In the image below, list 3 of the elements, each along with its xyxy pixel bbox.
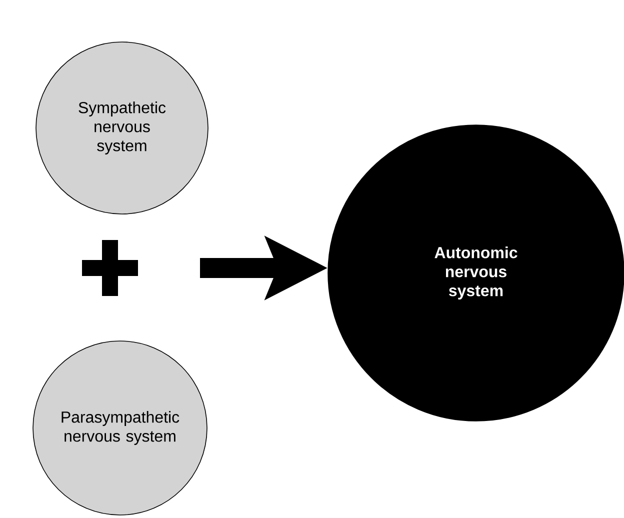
circle-node: Parasympathetic nervous system (32, 340, 208, 516)
circle-node: Autonomic nervous system (328, 124, 624, 422)
circle-node: Sympathetic nervous system (36, 42, 208, 214)
